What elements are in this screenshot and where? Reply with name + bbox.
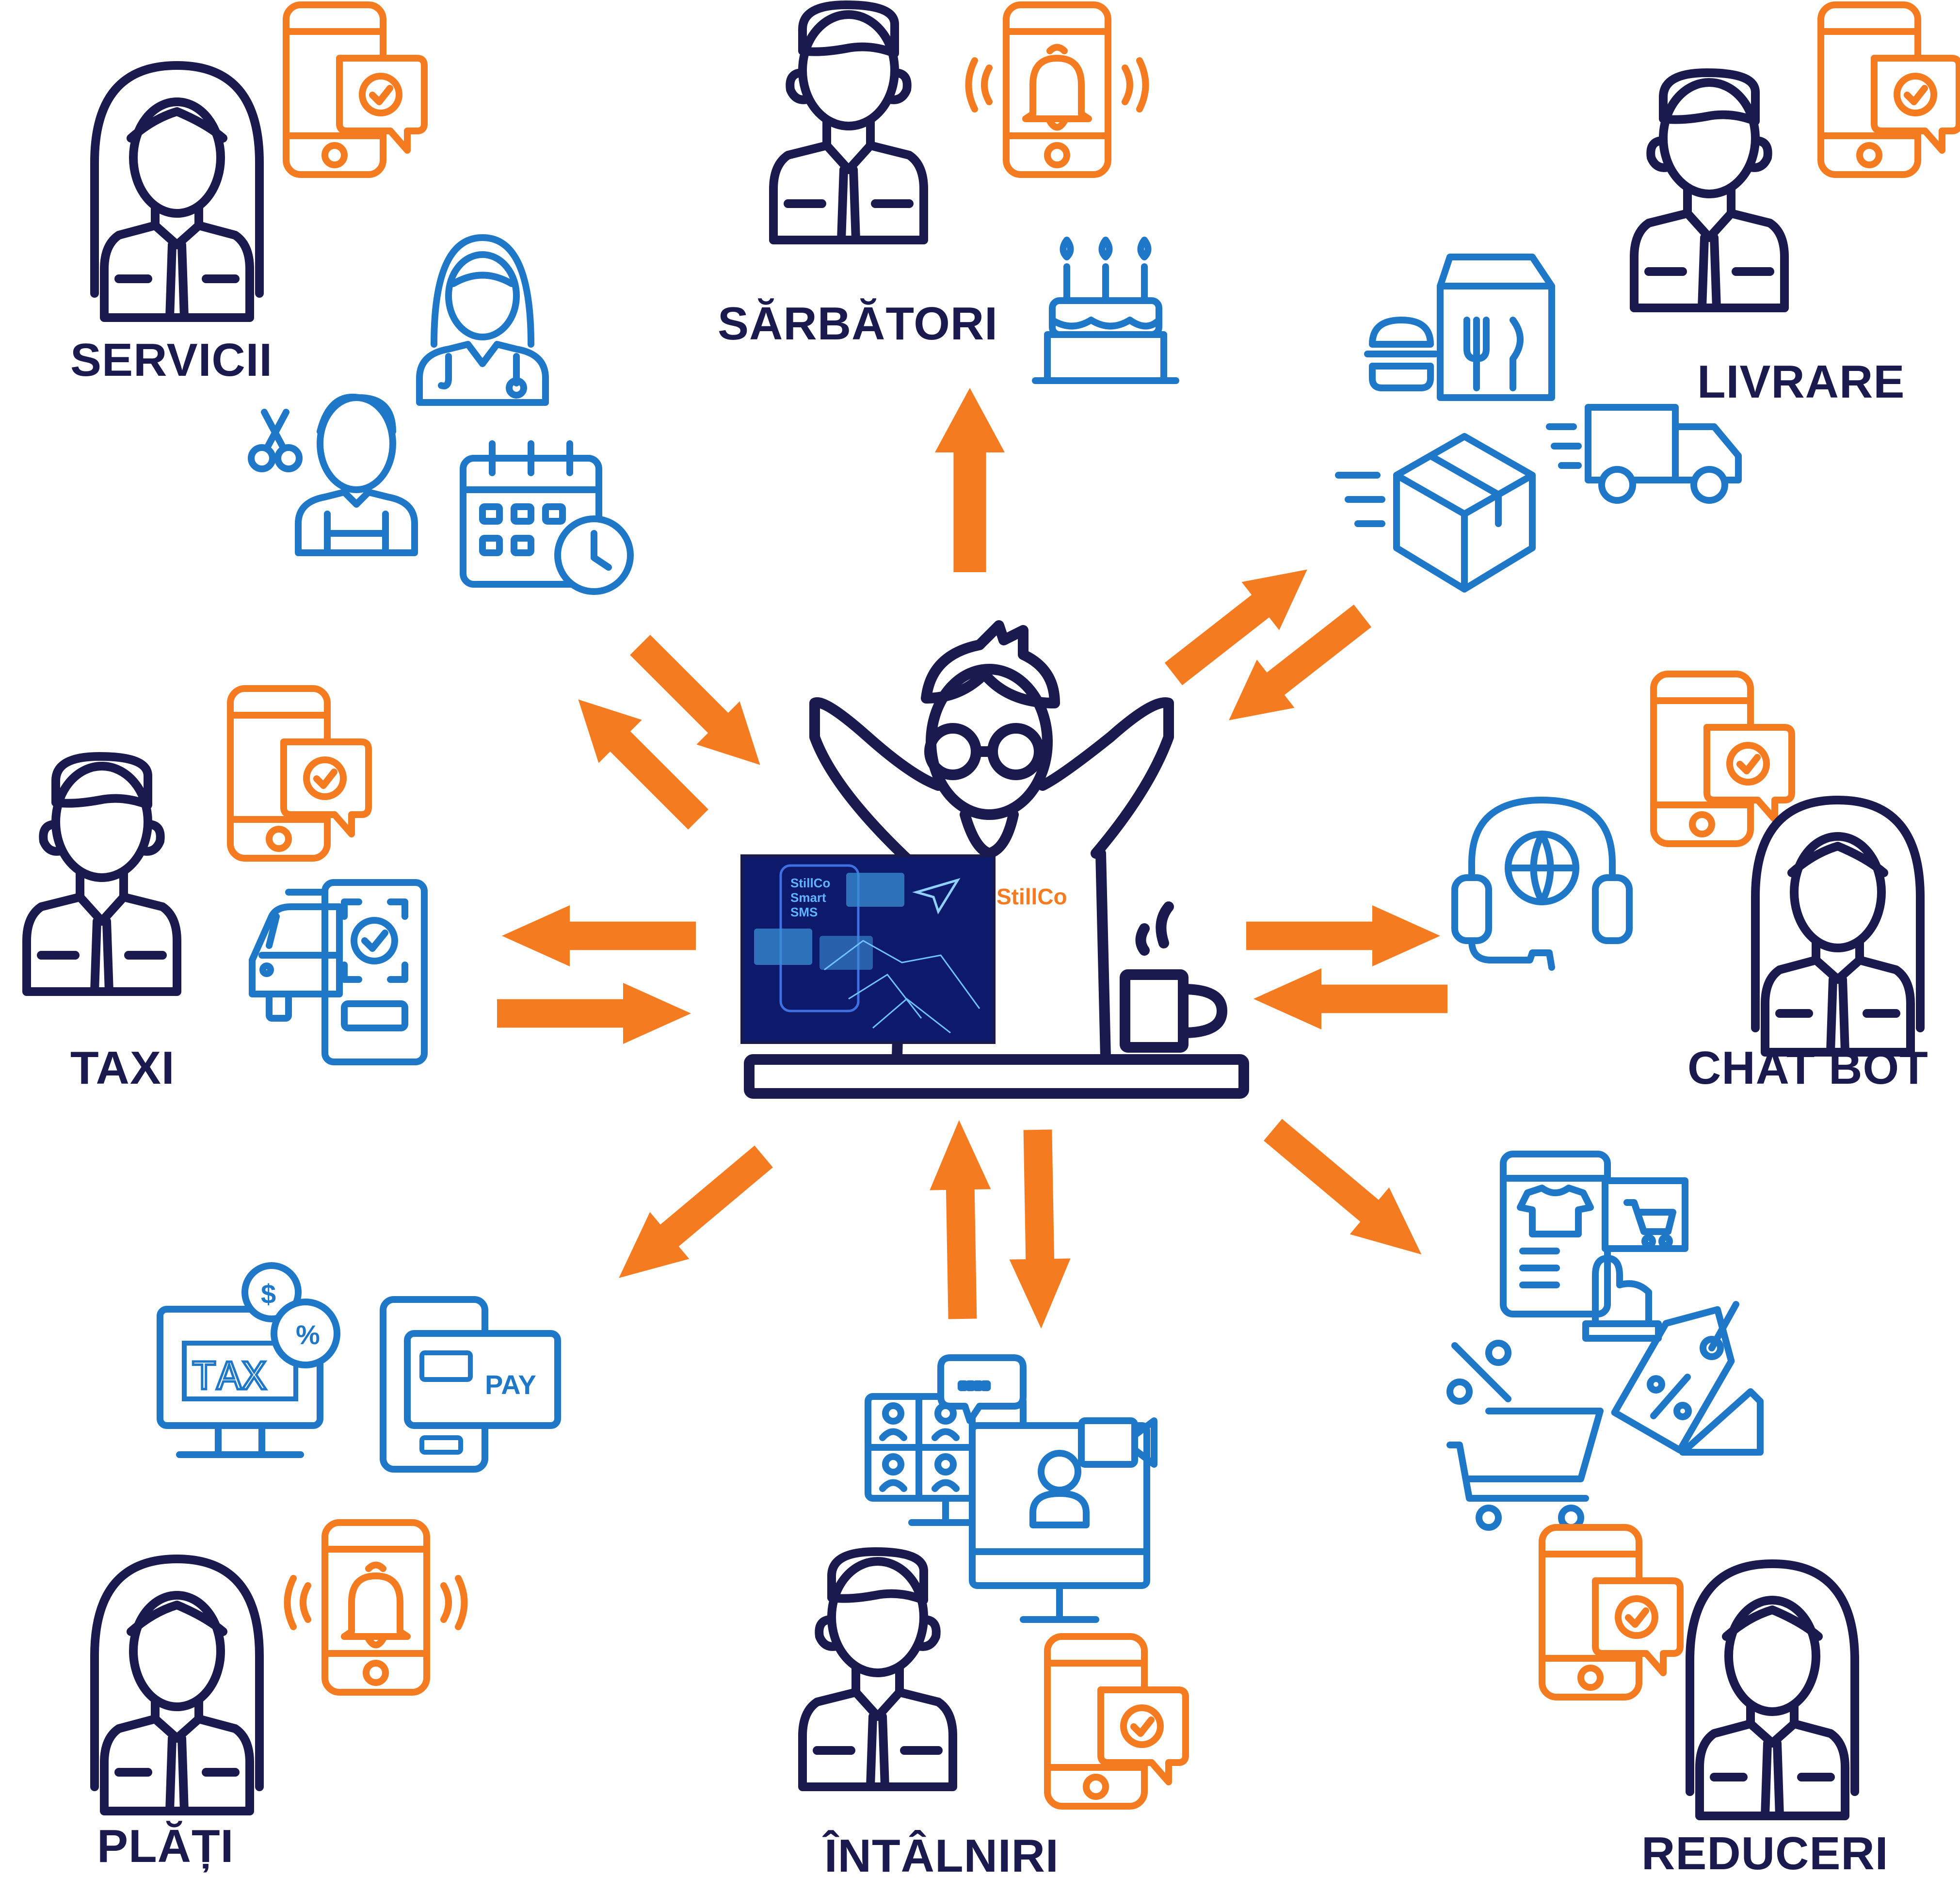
arrow-to-plati — [599, 1133, 784, 1301]
phone-check-icon — [1654, 674, 1792, 844]
label-livrare: LIVRARE — [1697, 356, 1905, 408]
delivery-truck-icon — [1546, 404, 1742, 504]
group-sarbatori: SĂRBĂTORI — [718, 5, 1179, 384]
arrow-to-chatbot — [1246, 905, 1440, 966]
pay-text: PAY — [485, 1369, 536, 1400]
percent-text: % — [296, 1319, 320, 1350]
label-chatbot: CHAT BOT — [1687, 1042, 1928, 1094]
arrow-up-sarbatori — [935, 388, 1005, 572]
screen-line-2: Smart — [790, 890, 826, 905]
person-icon — [95, 65, 259, 318]
phone-scan-icon — [321, 879, 428, 1065]
barber-icon — [248, 393, 418, 556]
arrow-from-intalniri — [928, 1119, 993, 1320]
screen-line-3: SMS — [790, 905, 818, 919]
label-servicii: SERVICII — [70, 334, 273, 386]
arrow-from-taxi — [497, 983, 691, 1044]
headset-globe-icon — [1451, 797, 1633, 971]
person-icon — [27, 756, 177, 992]
screen-line-1: StillCo — [790, 876, 830, 890]
group-livrare: LIVRARE — [1335, 5, 1959, 593]
person-icon — [95, 1559, 259, 1811]
discount-tag-icon — [1611, 1301, 1764, 1456]
person-icon — [1690, 1564, 1855, 1816]
arrow-to-intalniri — [1007, 1129, 1072, 1330]
card-pay-icon: PAY — [380, 1296, 561, 1473]
person-icon — [1755, 800, 1920, 1052]
center-screen: StillCo Smart SMS StillCo — [740, 854, 1067, 1044]
group-chatbot: CHAT BOT — [1451, 674, 1928, 1094]
person-icon — [803, 1552, 953, 1787]
phone-check-icon — [1047, 1636, 1186, 1806]
tax-computer-icon: TAX $ % — [157, 1262, 340, 1458]
phone-check-icon — [1542, 1527, 1680, 1697]
person-icon — [773, 5, 924, 240]
group-servicii: SERVICII — [70, 5, 634, 595]
label-plati: PLĂȚI — [97, 1820, 234, 1872]
group-reduceri: REDUCERI — [1446, 1151, 1888, 1879]
label-taxi: TAXI — [70, 1042, 175, 1094]
group-plati: TAX $ % PAY PLĂȚI — [95, 1262, 561, 1872]
box-icon — [1335, 433, 1536, 593]
tax-text: TAX — [192, 1354, 267, 1402]
dollar-text: $ — [261, 1279, 276, 1309]
group-intalniri: .... ÎNTÂLNIRI — [803, 1354, 1186, 1882]
phone-check-icon — [230, 689, 369, 858]
cart-icon — [1446, 1340, 1604, 1531]
label-sarbatori: SĂRBĂTORI — [718, 298, 998, 350]
arrow-from-chatbot — [1253, 968, 1447, 1029]
video-meeting-icon: .... — [865, 1354, 1157, 1623]
center-worker-icon — [744, 620, 1249, 1099]
doctor-icon — [416, 234, 549, 406]
phone-check-icon — [1821, 5, 1959, 175]
label-reduceri: REDUCERI — [1641, 1828, 1888, 1879]
label-intalniri: ÎNTÂLNIRI — [822, 1829, 1059, 1882]
phone-check-icon — [286, 5, 424, 175]
calendar-clock-icon — [460, 440, 634, 595]
arrow-to-taxi — [502, 905, 696, 966]
brand-label: StillCo — [996, 884, 1067, 909]
phone-bell-icon — [288, 1523, 465, 1692]
shop-phone-icon — [1500, 1151, 1688, 1342]
person-icon — [1634, 73, 1784, 308]
arrow-to-reduceri — [1253, 1106, 1441, 1278]
phone-bell-icon — [969, 5, 1146, 175]
cake-icon — [1032, 237, 1179, 384]
dots-text: .... — [959, 1363, 989, 1394]
food-icon — [1364, 254, 1555, 401]
group-taxi: TAXI — [27, 689, 428, 1094]
